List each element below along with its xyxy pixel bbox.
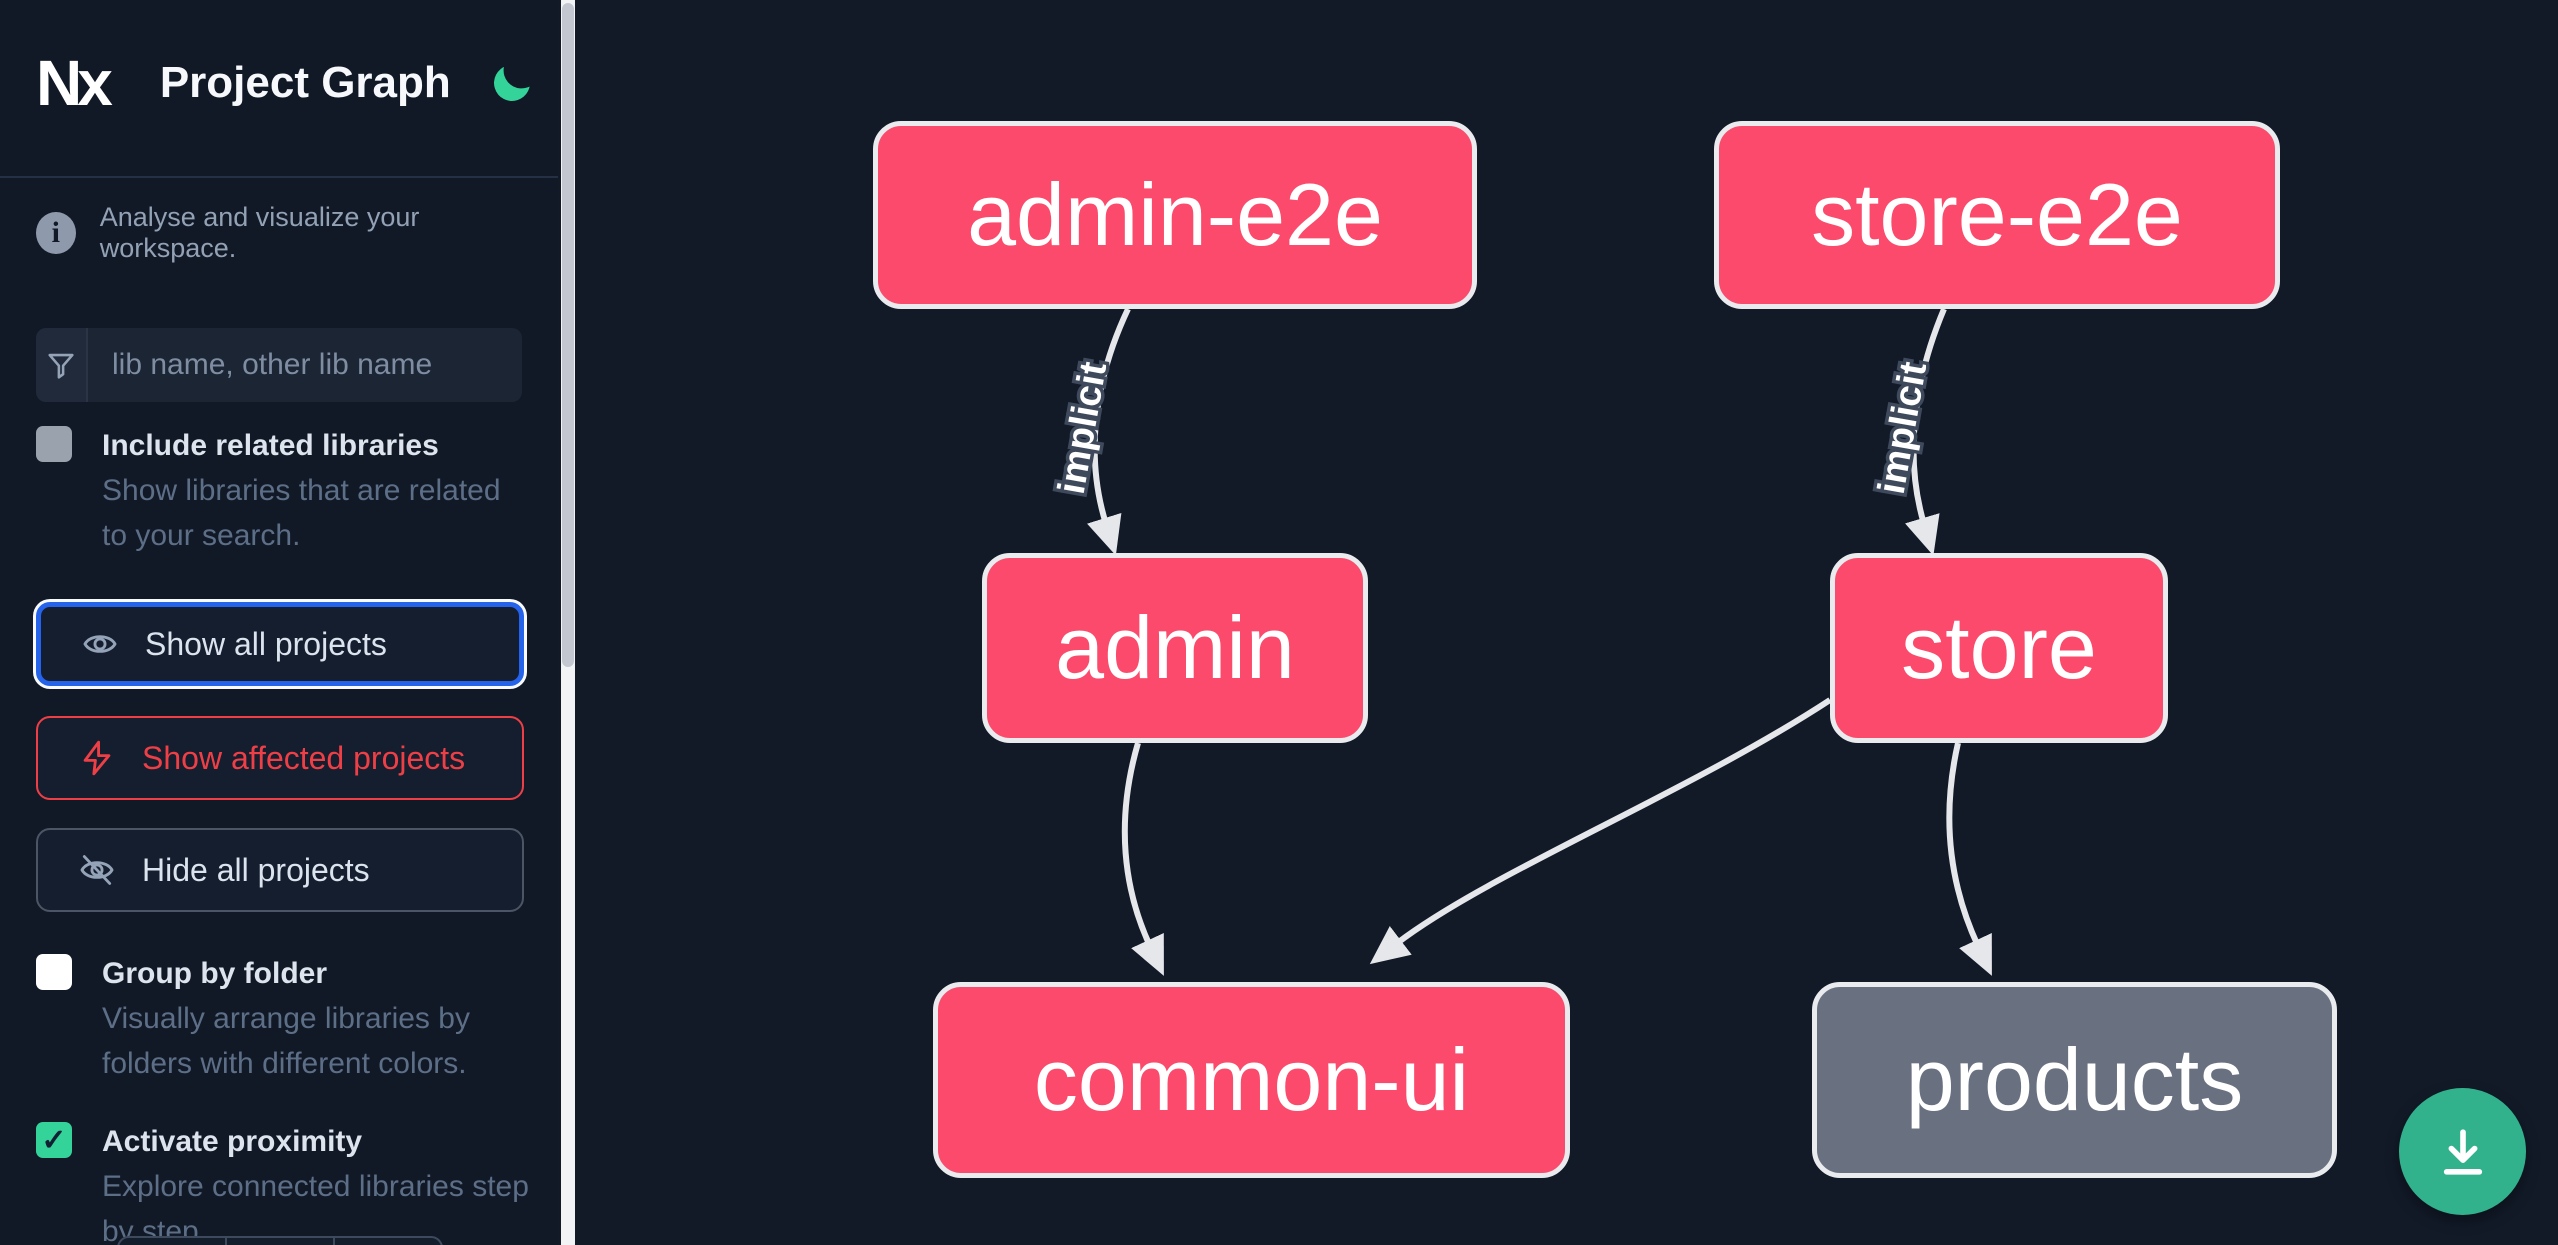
sidebar: Nx Project Graph i Analyse and visualize… bbox=[0, 0, 558, 1245]
option-description: Explore connected libraries step by step… bbox=[102, 1170, 529, 1245]
page-title: Project Graph bbox=[159, 58, 451, 107]
option-activate-proximity[interactable]: ✓ Activate proximity Explore connected l… bbox=[36, 1120, 530, 1245]
button-label: Hide all projects bbox=[142, 851, 370, 888]
dark-mode-toggle-moon-icon[interactable] bbox=[489, 60, 534, 105]
checkbox-group-by-folder[interactable] bbox=[36, 954, 72, 990]
show-all-projects-button[interactable]: Show all projects bbox=[36, 602, 524, 686]
search-input[interactable] bbox=[88, 328, 522, 402]
download-image-button[interactable] bbox=[2399, 1088, 2526, 1215]
workspace-info: i Analyse and visualize your workspace. bbox=[36, 202, 538, 264]
header-divider bbox=[0, 176, 558, 178]
node-label: products bbox=[1905, 1030, 2244, 1129]
checkbox-include-related[interactable] bbox=[36, 426, 72, 462]
option-group-by-folder[interactable]: Group by folder Visually arrange librari… bbox=[36, 952, 530, 1086]
button-label: Show affected projects bbox=[142, 739, 466, 776]
graph-node-products[interactable]: products bbox=[1812, 982, 2337, 1178]
proximity-depth-control[interactable] bbox=[117, 1236, 443, 1245]
eye-icon bbox=[83, 635, 117, 653]
node-label: admin-e2e bbox=[967, 165, 1383, 264]
node-label: store-e2e bbox=[1811, 165, 2183, 264]
option-description: Visually arrange libraries by folders wi… bbox=[102, 1002, 470, 1080]
bolt-icon bbox=[83, 740, 111, 776]
info-text: Analyse and visualize your workspace. bbox=[99, 202, 420, 263]
graph-node-admin[interactable]: admin bbox=[982, 553, 1368, 743]
graph-node-common-ui[interactable]: common-ui bbox=[933, 982, 1570, 1178]
segment-button[interactable] bbox=[227, 1238, 335, 1245]
node-label: common-ui bbox=[1033, 1030, 1470, 1129]
segment-button[interactable] bbox=[335, 1238, 441, 1245]
download-icon bbox=[2443, 1128, 2482, 1175]
check-icon: ✓ bbox=[41, 1123, 67, 1157]
nx-logo[interactable]: Nx bbox=[36, 47, 113, 119]
sidebar-header: Nx Project Graph bbox=[36, 40, 530, 126]
eye-off-icon bbox=[80, 855, 114, 885]
segment-button[interactable] bbox=[119, 1238, 227, 1245]
node-label: store bbox=[1901, 598, 2097, 697]
graph-node-admin-e2e[interactable]: admin-e2e bbox=[873, 121, 1477, 309]
option-description: Show libraries that are related to your … bbox=[102, 474, 501, 552]
graph-node-store-e2e[interactable]: store-e2e bbox=[1714, 121, 2280, 309]
checkbox-activate-proximity[interactable]: ✓ bbox=[36, 1122, 72, 1158]
graph-node-store[interactable]: store bbox=[1830, 553, 2168, 743]
hide-all-projects-button[interactable]: Hide all projects bbox=[36, 828, 524, 912]
option-label: Include related libraries bbox=[102, 429, 439, 462]
option-include-related[interactable]: Include related libraries Show libraries… bbox=[36, 424, 530, 558]
show-affected-projects-button[interactable]: Show affected projects bbox=[36, 716, 524, 800]
button-label: Show all projects bbox=[145, 625, 387, 662]
option-label: Activate proximity bbox=[102, 1125, 363, 1158]
funnel-icon bbox=[36, 328, 88, 402]
info-icon: i bbox=[36, 212, 76, 254]
filter-search-box bbox=[36, 328, 522, 402]
node-label: admin bbox=[1055, 598, 1295, 697]
option-label: Group by folder bbox=[102, 957, 327, 990]
sidebar-scrollbar-thumb[interactable] bbox=[562, 3, 574, 667]
